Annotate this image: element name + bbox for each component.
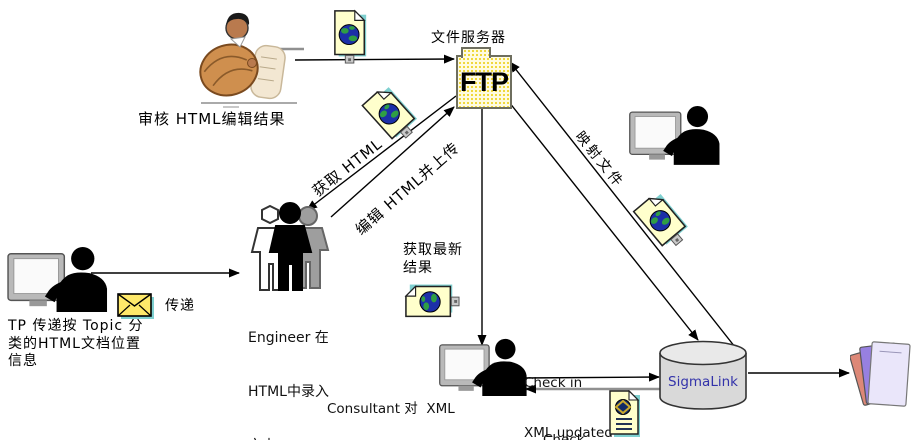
sigmalink-label: SigmaLink — [668, 374, 738, 390]
arrow-sigmalink-to-ftp — [509, 61, 736, 348]
database-cylinder-icon — [659, 340, 747, 410]
reviewer-desk-icon — [199, 12, 304, 108]
ftp-folder-label: FTP — [460, 66, 509, 97]
publish-label: Publish to multiple outputs ,PDF, HTML — [740, 407, 873, 440]
check-in-label: Check in XML updated — [524, 375, 613, 440]
engineers-group-icon — [250, 202, 330, 291]
ftp-folder-icon: FTP — [456, 47, 512, 109]
tp-person-computer-icon — [7, 246, 108, 312]
html-doc-icon — [404, 280, 460, 320]
engineers-label: Engineer 在 HTML中录入 文本 — [248, 330, 329, 440]
review-result-label: 审核 HTML编辑结果 — [138, 110, 286, 128]
html-doc-icon — [332, 9, 370, 64]
check-out-label: Check out XML — [543, 432, 585, 440]
mapping-person-computer-icon — [629, 105, 721, 166]
get-latest-label: 获取最新 结果 — [403, 242, 463, 276]
arrow-engineers-to-ftp — [330, 106, 455, 218]
tp-label: TP 传递按 Topic 分 类的HTML文档位置 信息 — [8, 318, 144, 369]
pass-label: 传递 — [165, 298, 195, 314]
file-server-caption: 文件服务器 — [431, 30, 506, 46]
consultant-label: Consultant 对 XML 完成格式化处理 — [327, 401, 455, 417]
arrow-ftp-to-engineers — [306, 95, 457, 211]
envelope-icon — [117, 293, 154, 319]
xml-doc-icon — [609, 390, 640, 437]
arrow-reviewer-to-ftp — [294, 54, 455, 64]
arrow-ftp-to-sigmalink — [508, 101, 699, 341]
documents-stack-icon — [850, 341, 911, 407]
arrow-checkin-to-sigmalink — [520, 372, 660, 382]
